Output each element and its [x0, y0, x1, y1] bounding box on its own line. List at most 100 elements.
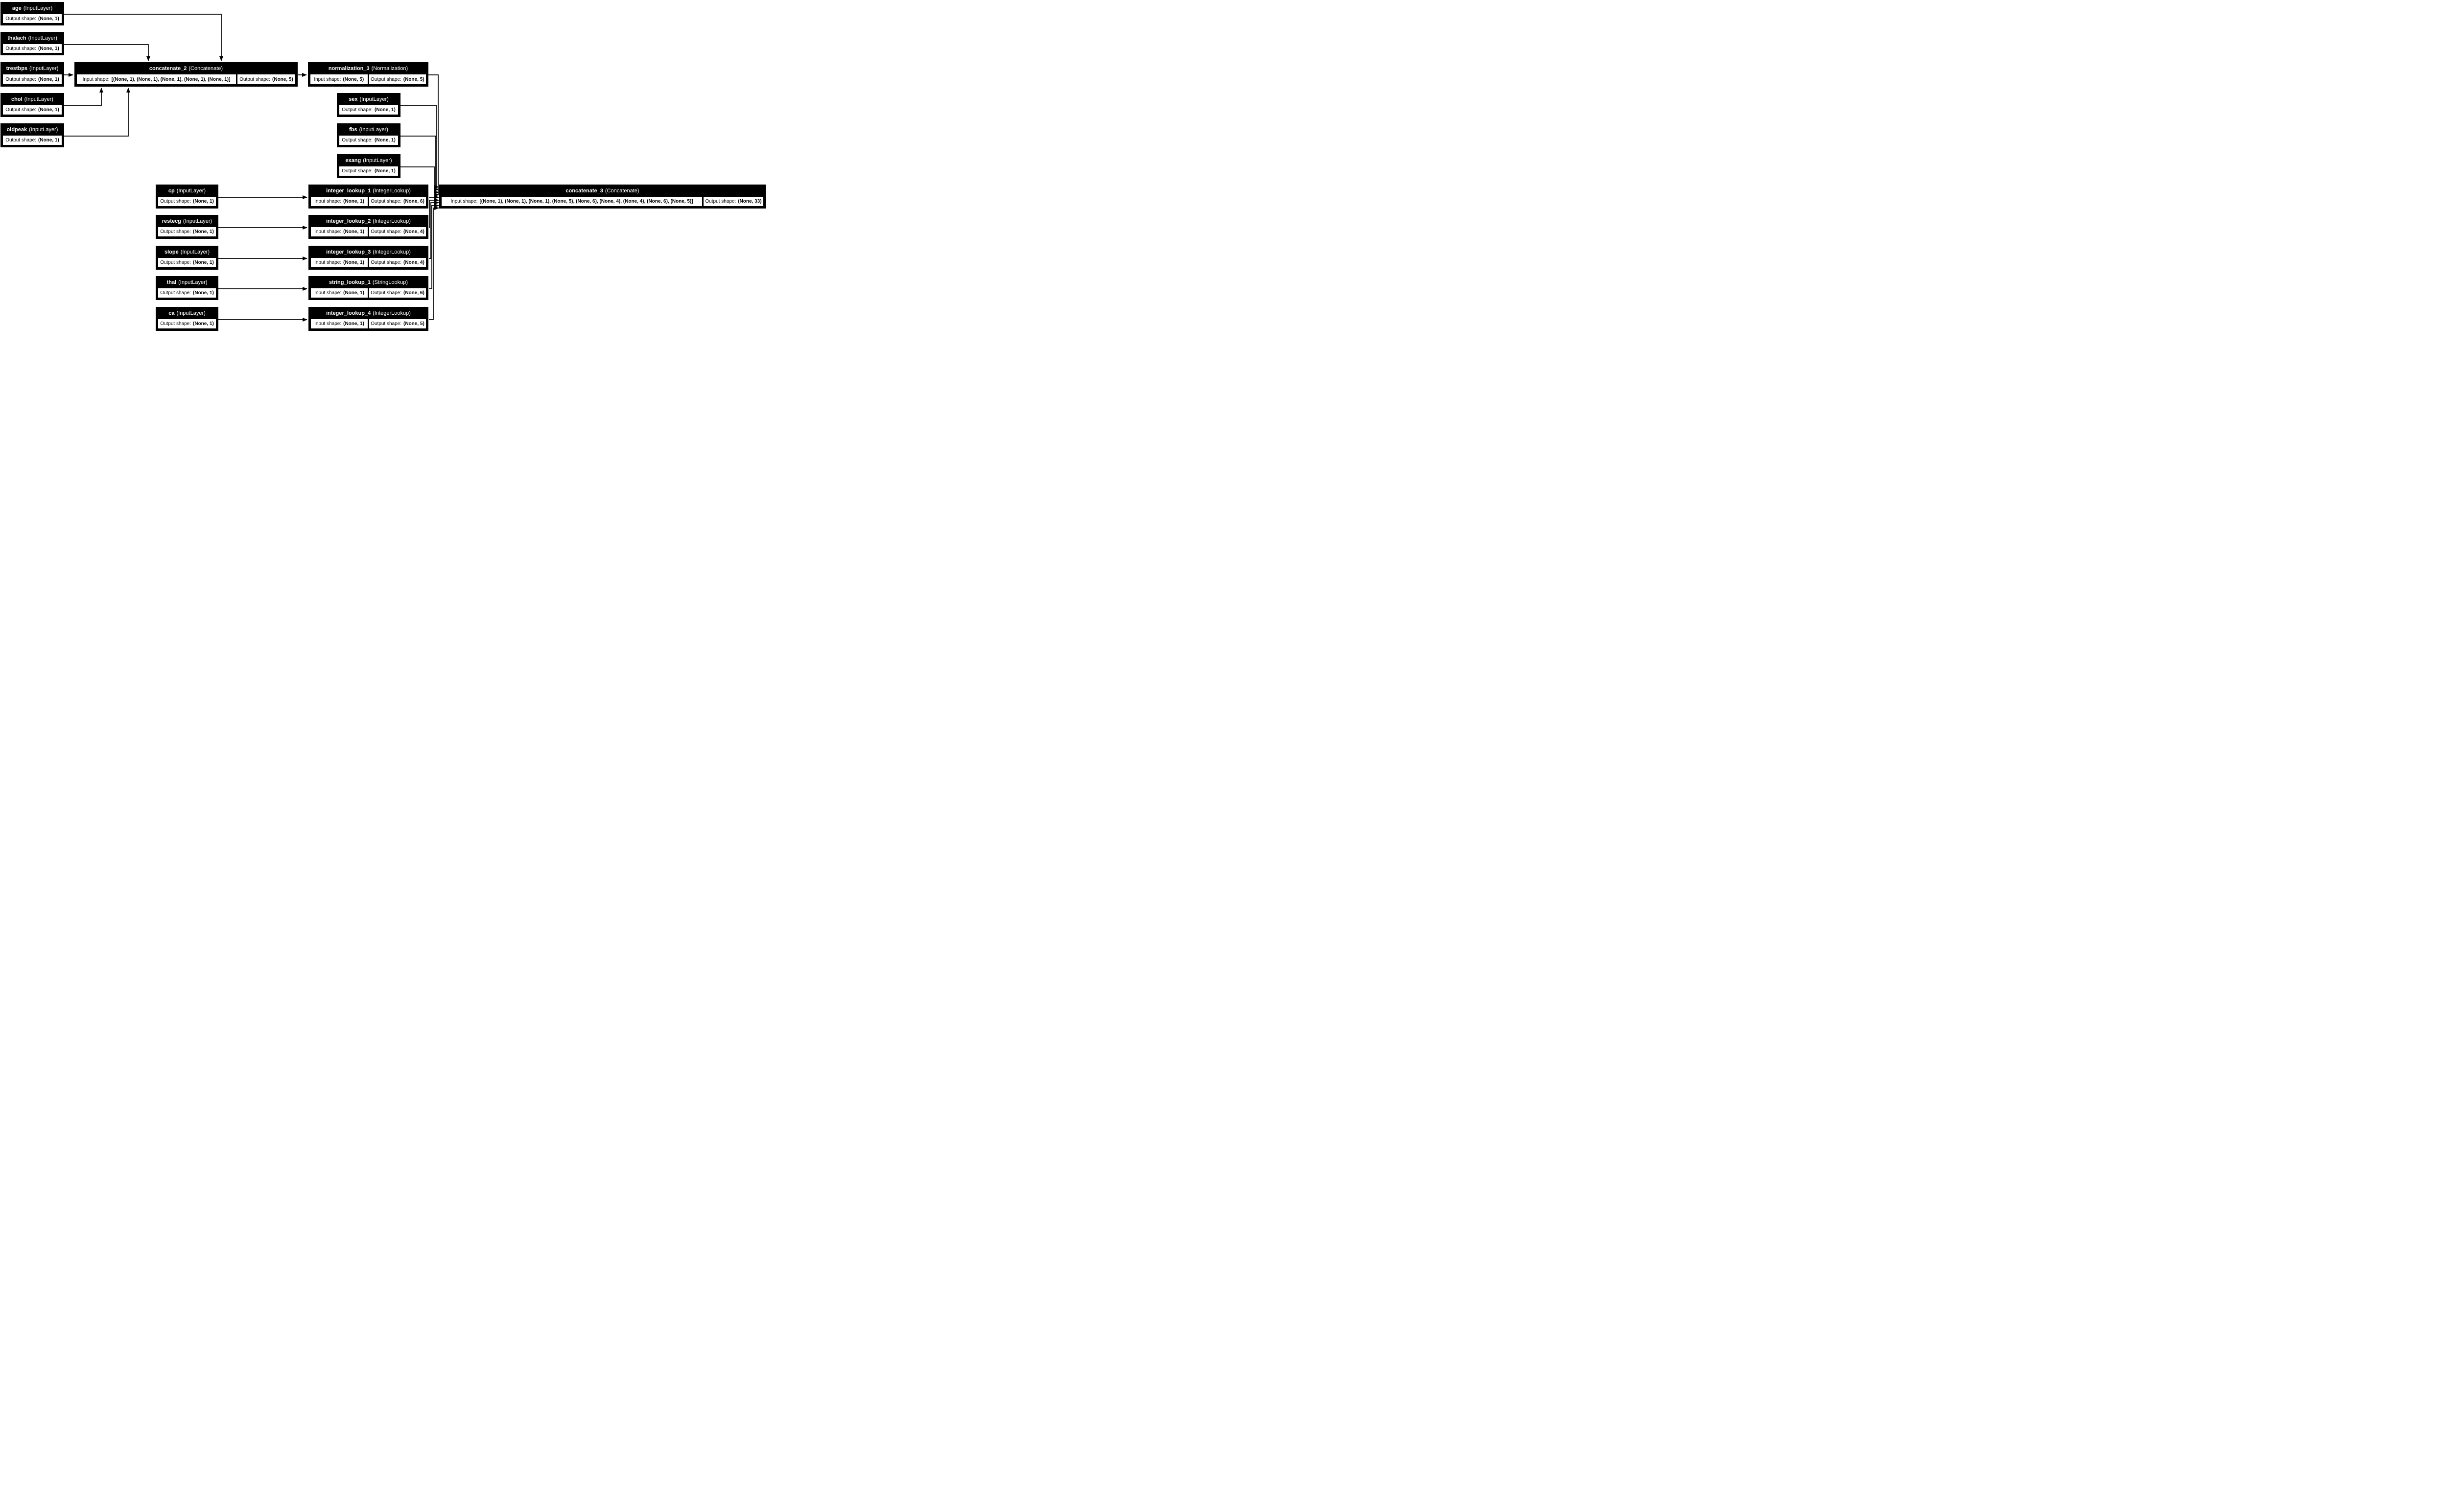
- node-restecg: restecg(InputLayer) Output shape:(None, …: [156, 215, 218, 239]
- output-shape-label: Output shape:: [371, 229, 402, 234]
- output-shape-label: Output shape:: [342, 107, 373, 113]
- layer-type: (InputLayer): [28, 35, 57, 41]
- output-shape-cell: Output shape:(None, 4): [369, 227, 426, 236]
- edge-exang-to-concatenate-3: [400, 166, 439, 194]
- output-shape-label: Output shape:: [371, 321, 402, 326]
- node-fbs: fbs(InputLayer) Output shape:(None, 1): [337, 123, 400, 147]
- node-thalach: thalach(InputLayer) Output shape:(None, …: [0, 32, 64, 55]
- output-shape-cell: Output shape:(None, 1): [3, 136, 62, 145]
- node-ca: ca(InputLayer) Output shape:(None, 1): [156, 307, 218, 331]
- layer-name: oldpeak: [6, 127, 27, 133]
- layer-name: concatenate_3: [565, 188, 603, 194]
- layer-title: exang(InputLayer): [338, 155, 400, 166]
- layer-type: (InputLayer): [178, 279, 208, 285]
- output-shape-value: (None, 1): [375, 138, 396, 143]
- edge-normalization-3-to-concatenate-3: [428, 74, 439, 197]
- output-shape-value: (None, 4): [403, 260, 424, 265]
- input-shape-cell: Input shape:(None, 1): [311, 227, 368, 236]
- node-integer-lookup-1: integer_lookup_1(IntegerLookup) Input sh…: [308, 185, 428, 209]
- output-shape-label: Output shape:: [5, 138, 37, 143]
- layer-name: integer_lookup_3: [326, 249, 371, 255]
- output-shape-label: Output shape:: [5, 46, 37, 51]
- layer-title: normalization_3(Normalization): [309, 63, 427, 74]
- output-shape-label: Output shape:: [371, 290, 402, 296]
- edge-thalach-to-concatenate-2: [64, 44, 150, 61]
- layer-type: (Normalization): [371, 66, 408, 71]
- output-shape-value: (None, 4): [403, 229, 424, 234]
- node-integer-lookup-2: integer_lookup_2(IntegerLookup) Input sh…: [308, 215, 428, 239]
- input-shape-label: Input shape:: [82, 76, 110, 82]
- layer-name: string_lookup_1: [329, 279, 371, 285]
- output-shape-value: (None, 1): [38, 76, 59, 82]
- layer-type: (IntegerLookup): [373, 218, 411, 224]
- output-shape-value: (None, 1): [193, 199, 214, 204]
- layer-type: (Concatenate): [188, 66, 223, 71]
- output-shape-value: (None, 5): [272, 76, 293, 82]
- output-shape-value: (None, 1): [375, 168, 396, 174]
- layer-title: age(InputLayer): [1, 3, 63, 14]
- input-shape-cell: Input shape:(None, 1): [311, 197, 368, 206]
- output-shape-cell: Output shape:(None, 5): [237, 74, 295, 84]
- node-age: age(InputLayer) Output shape:(None, 1): [0, 2, 64, 25]
- layer-name: chol: [11, 96, 23, 102]
- layer-title: fbs(InputLayer): [338, 124, 400, 136]
- output-shape-cell: Output shape:(None, 1): [339, 136, 398, 145]
- layer-type: (IntegerLookup): [373, 249, 411, 255]
- output-shape-value: (None, 33): [738, 199, 762, 204]
- layer-title: oldpeak(InputLayer): [1, 124, 63, 136]
- input-shape-value: (None, 1): [343, 229, 364, 234]
- layer-type: (InputLayer): [176, 310, 206, 316]
- output-shape-cell: Output shape:(None, 5): [369, 319, 426, 328]
- edge-integer-lookup-4-to-concatenate-3: [429, 206, 439, 320]
- edge-fbs-to-concatenate-3: [400, 136, 439, 191]
- layer-title: cp(InputLayer): [157, 186, 217, 197]
- output-shape-label: Output shape:: [160, 229, 191, 234]
- layer-name: slope: [164, 249, 179, 255]
- node-exang: exang(InputLayer) Output shape:(None, 1): [337, 154, 400, 178]
- output-shape-label: Output shape:: [371, 260, 402, 265]
- layer-title: ca(InputLayer): [157, 308, 217, 319]
- output-shape-label: Output shape:: [370, 76, 401, 82]
- output-shape-value: (None, 1): [38, 16, 59, 22]
- output-shape-value: (None, 5): [403, 76, 424, 82]
- layer-name: thal: [166, 279, 177, 285]
- input-shape-value: [(None, 1), (None, 1), (None, 1), (None,…: [111, 76, 231, 82]
- layer-type: (InputLayer): [183, 218, 212, 224]
- output-shape-label: Output shape:: [5, 16, 37, 22]
- layer-type: (InputLayer): [29, 127, 58, 133]
- input-shape-cell: Input shape:(None, 1): [311, 319, 368, 328]
- input-shape-cell: Input shape:(None, 5): [310, 74, 368, 84]
- model-diagram: age(InputLayer) Output shape:(None, 1) t…: [0, 0, 768, 333]
- output-shape-value: (None, 1): [375, 107, 396, 113]
- input-shape-label: Input shape:: [314, 321, 342, 326]
- layer-type: (StringLookup): [372, 279, 408, 285]
- input-shape-value: (None, 1): [343, 290, 364, 296]
- layer-type: (InputLayer): [359, 127, 388, 133]
- layer-name: concatenate_2: [149, 66, 187, 71]
- layer-name: trestbps: [6, 66, 28, 71]
- output-shape-cell: Output shape:(None, 1): [3, 44, 62, 53]
- edge-chol-to-concatenate-2: [64, 88, 103, 106]
- layer-name: normalization_3: [328, 66, 370, 71]
- node-chol: chol(InputLayer) Output shape:(None, 1): [0, 93, 64, 117]
- output-shape-value: (None, 6): [403, 290, 424, 296]
- input-shape-cell: Input shape:(None, 1): [311, 288, 368, 298]
- edge-age-to-concatenate-2: [64, 14, 223, 61]
- input-shape-label: Input shape:: [314, 199, 342, 204]
- output-shape-value: (None, 1): [193, 229, 214, 234]
- layer-title: integer_lookup_1(IntegerLookup): [309, 186, 427, 197]
- layer-type: (InputLayer): [23, 5, 53, 11]
- layer-title: integer_lookup_4(IntegerLookup): [309, 308, 427, 319]
- layer-title: thalach(InputLayer): [1, 33, 63, 44]
- output-shape-label: Output shape:: [342, 168, 373, 174]
- output-shape-cell: Output shape:(None, 4): [369, 258, 426, 267]
- output-shape-label: Output shape:: [239, 76, 271, 82]
- layer-title: slope(InputLayer): [157, 247, 217, 258]
- input-shape-value: (None, 1): [343, 260, 364, 265]
- layer-type: (InputLayer): [29, 66, 59, 71]
- node-normalization-3: normalization_3(Normalization) Input sha…: [308, 62, 428, 87]
- edge-oldpeak-to-concatenate-2: [64, 88, 130, 137]
- output-shape-label: Output shape:: [705, 199, 736, 204]
- output-shape-value: (None, 1): [38, 107, 59, 113]
- output-shape-value: (None, 1): [38, 138, 59, 143]
